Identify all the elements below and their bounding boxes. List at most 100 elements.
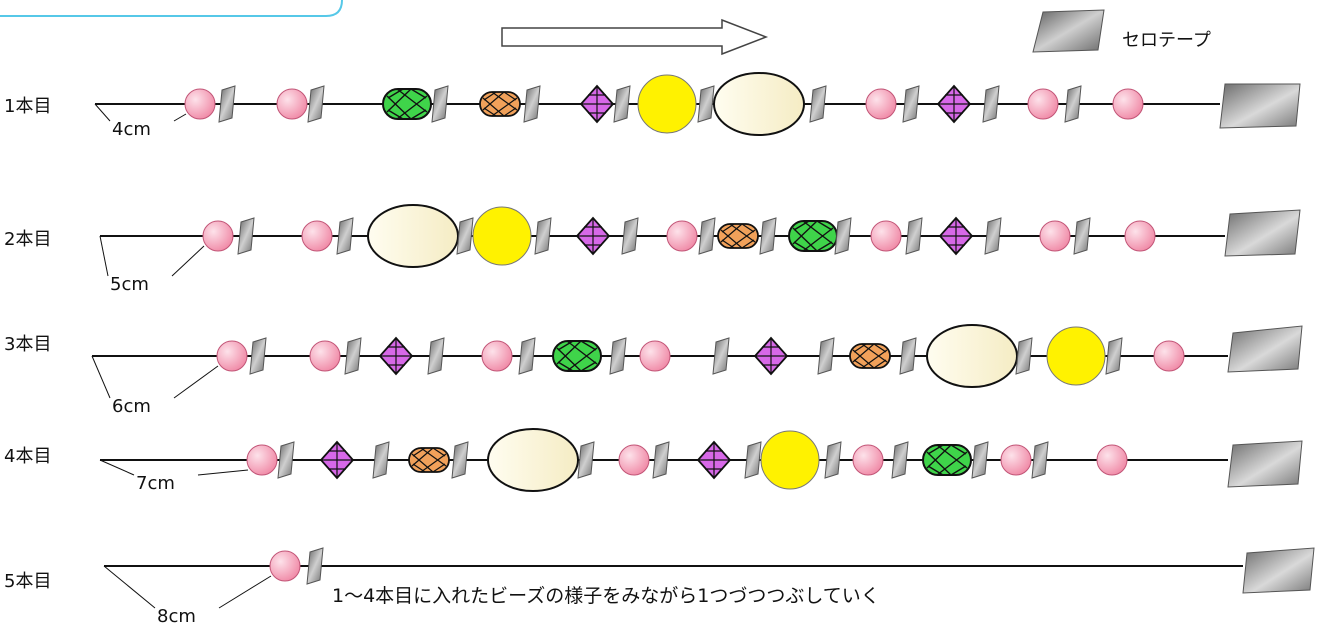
yellow-bead: [637, 74, 697, 134]
pink-bead: [309, 340, 341, 372]
tail-marker: [91, 355, 111, 399]
bead-row: 2本目 5cm: [4, 204, 1301, 295]
green-bead: [788, 220, 838, 252]
tape-piece: [817, 337, 835, 375]
pink-bead: [666, 220, 698, 252]
purple-bead: [936, 84, 972, 124]
pink-bead: [1039, 220, 1071, 252]
bead-row: 3本目 6cm: [4, 324, 1303, 417]
tape-piece: [899, 337, 917, 375]
end-tape: [1224, 209, 1301, 257]
pink-bead: [246, 444, 278, 476]
cream-bead: [713, 72, 805, 136]
tail-length-label: 5cm: [110, 274, 149, 295]
tape-piece: [277, 441, 295, 479]
pink-bead: [618, 444, 650, 476]
tape-piece: [834, 217, 852, 255]
tape-piece: [237, 217, 255, 255]
row-label: 3本目: [4, 334, 51, 355]
row-label: 1本目: [4, 96, 51, 117]
tape-piece: [534, 217, 552, 255]
pink-bead: [481, 340, 513, 372]
pink-bead: [1000, 444, 1032, 476]
tail-marker: [99, 459, 135, 476]
tape-piece: [577, 441, 595, 479]
tail-marker: [103, 565, 156, 609]
tail-length-label: 4cm: [112, 119, 151, 140]
legend: セロテープ: [1032, 9, 1211, 53]
tail-marker: [197, 469, 249, 476]
purple-bead: [319, 440, 355, 480]
purple-bead: [753, 336, 789, 376]
bead-row: 4本目 7cm: [4, 428, 1303, 494]
tail-marker: [171, 245, 205, 277]
row-label: 4本目: [4, 446, 51, 467]
pink-bead: [870, 220, 902, 252]
tape-piece: [518, 337, 536, 375]
pink-bead: [276, 88, 308, 120]
purple-bead: [378, 336, 414, 376]
tape-piece: [613, 85, 631, 123]
tape-piece: [697, 85, 715, 123]
tape-piece: [698, 217, 716, 255]
tape-piece: [982, 85, 1000, 123]
green-bead: [552, 340, 602, 372]
tail-marker: [173, 365, 219, 399]
tail-length-label: 8cm: [157, 606, 196, 627]
tape-piece: [1105, 337, 1123, 375]
tape-piece: [306, 547, 324, 585]
pink-bead: [269, 550, 301, 582]
cream-bead: [926, 324, 1018, 388]
tail-marker: [94, 103, 111, 122]
purple-bead: [575, 216, 611, 256]
end-tape: [1219, 83, 1301, 129]
tail-marker: [173, 113, 187, 122]
tape-piece: [344, 337, 362, 375]
tape-piece: [1031, 441, 1049, 479]
green-bead: [922, 444, 972, 476]
tape-piece: [902, 85, 920, 123]
tape-piece: [712, 337, 730, 375]
end-tape: [1227, 325, 1303, 373]
tape-piece: [427, 337, 445, 375]
row-label: 2本目: [4, 229, 51, 250]
tape-piece: [905, 217, 923, 255]
tape-piece: [372, 441, 390, 479]
instruction-note: 1～4本目に入れたビーズの様子をみながら1つづつつぶしていく: [332, 585, 880, 607]
tape-piece: [652, 441, 670, 479]
end-tape: [1242, 547, 1315, 594]
bead-row: 1本目 4cm: [4, 72, 1301, 140]
tape-piece: [759, 217, 777, 255]
tape-piece: [451, 441, 469, 479]
pink-bead: [202, 220, 234, 252]
orange-bead: [717, 223, 759, 249]
purple-bead: [696, 440, 732, 480]
tape-piece: [1064, 85, 1082, 123]
tail-marker: [99, 235, 109, 277]
pink-bead: [1124, 220, 1156, 252]
purple-bead: [579, 84, 615, 124]
tail-length-label: 7cm: [136, 473, 175, 494]
tape-piece: [609, 337, 627, 375]
tape-piece: [523, 85, 541, 123]
purple-bead: [938, 216, 974, 256]
tape-piece: [456, 217, 474, 255]
tape-piece: [824, 441, 842, 479]
tape-piece: [1015, 337, 1033, 375]
direction-arrow: [501, 18, 769, 56]
tape-piece: [431, 85, 449, 123]
orange-bead: [849, 343, 891, 369]
green-bead: [382, 88, 432, 120]
tape-piece: [621, 217, 639, 255]
pink-bead: [1096, 444, 1128, 476]
tape-icon: [1032, 9, 1105, 53]
tape-piece: [336, 217, 354, 255]
orange-bead: [479, 91, 521, 117]
tape-piece: [1073, 217, 1091, 255]
pink-bead: [1112, 88, 1144, 120]
legend-label: セロテープ: [1122, 30, 1211, 51]
tail-length-label: 6cm: [112, 396, 151, 417]
tape-piece: [809, 85, 827, 123]
